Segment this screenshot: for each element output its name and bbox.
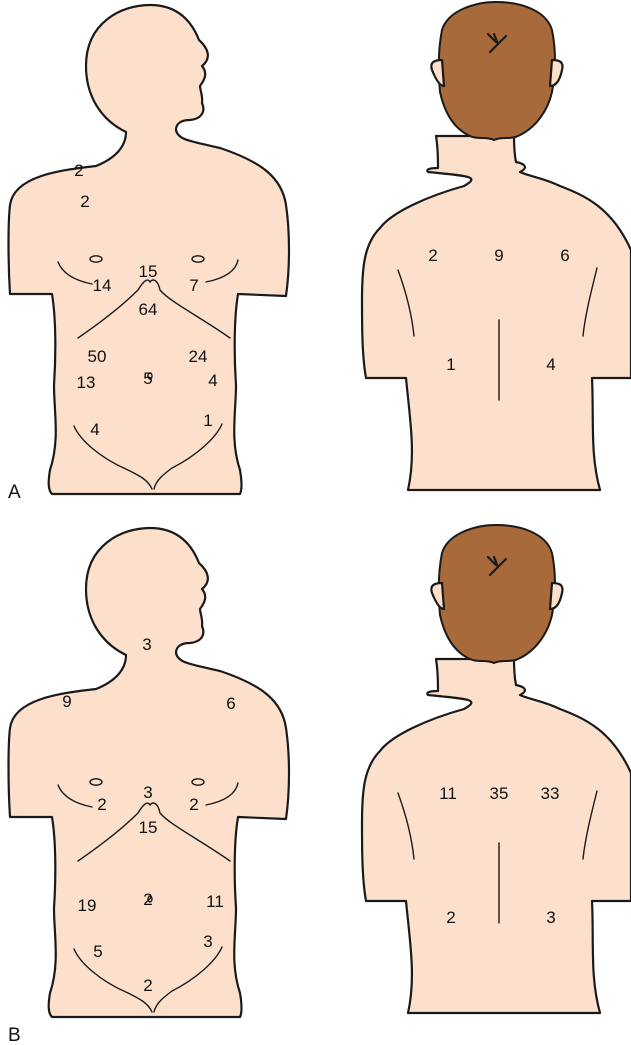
value-upper-right: 2 <box>189 795 198 814</box>
value-mid-left: 50 <box>88 347 107 366</box>
panel-a: A 2 2 14 15 7 64 50 24 13 5 4 4 1 2 9 6 … <box>8 2 631 503</box>
back-value-upper-mid: 9 <box>494 246 503 265</box>
back-value-lower-left: 1 <box>446 355 455 374</box>
value-lower-right: 3 <box>203 932 212 951</box>
value-shoulder-upper: 2 <box>74 161 83 180</box>
back-value-lower-left: 2 <box>446 908 455 927</box>
front-body-outline <box>9 528 290 1017</box>
value-epigastric: 64 <box>139 300 158 319</box>
value-neck: 3 <box>142 635 151 654</box>
value-umbilical: 2 <box>143 890 152 909</box>
value-umbilical: 5 <box>143 369 152 388</box>
value-lower-right: 1 <box>203 411 212 430</box>
value-right-shoulder: 6 <box>226 694 235 713</box>
value-epigastric: 15 <box>139 818 158 837</box>
value-shoulder-upper: 9 <box>62 692 71 711</box>
back-value-upper-right: 6 <box>560 246 569 265</box>
back-value-lower-right: 3 <box>546 908 555 927</box>
value-lumbar-right: 4 <box>208 371 217 390</box>
value-upper-mid: 3 <box>143 783 152 802</box>
panel-label: B <box>8 1025 21 1045</box>
value-upper-left: 14 <box>93 276 112 295</box>
back-value-upper-mid: 35 <box>490 784 509 803</box>
back-value-upper-right: 33 <box>541 784 560 803</box>
back-value-upper-left: 11 <box>439 784 457 803</box>
value-shoulder-lower: 2 <box>80 192 89 211</box>
value-lumbar-left: 19 <box>78 896 97 915</box>
front-body-outline <box>9 5 290 494</box>
value-upper-right: 7 <box>189 276 198 295</box>
value-lumbar-right: 11 <box>206 892 224 911</box>
value-hypogastric: 2 <box>143 976 152 995</box>
value-lower-left: 5 <box>93 942 102 961</box>
back-body-outline <box>362 525 631 1013</box>
value-upper-mid: 15 <box>139 262 158 281</box>
value-lumbar-left: 13 <box>77 373 96 392</box>
back-value-upper-left: 2 <box>428 246 437 265</box>
back-value-lower-right: 4 <box>546 355 555 374</box>
value-lower-left: 4 <box>90 420 99 439</box>
panel-b: B 3 9 6 2 3 2 15 19 2 11 5 3 2 11 35 33 … <box>8 525 631 1045</box>
value-mid-right: 24 <box>189 347 208 366</box>
panel-label: A <box>8 482 21 503</box>
value-upper-left: 2 <box>97 795 106 814</box>
